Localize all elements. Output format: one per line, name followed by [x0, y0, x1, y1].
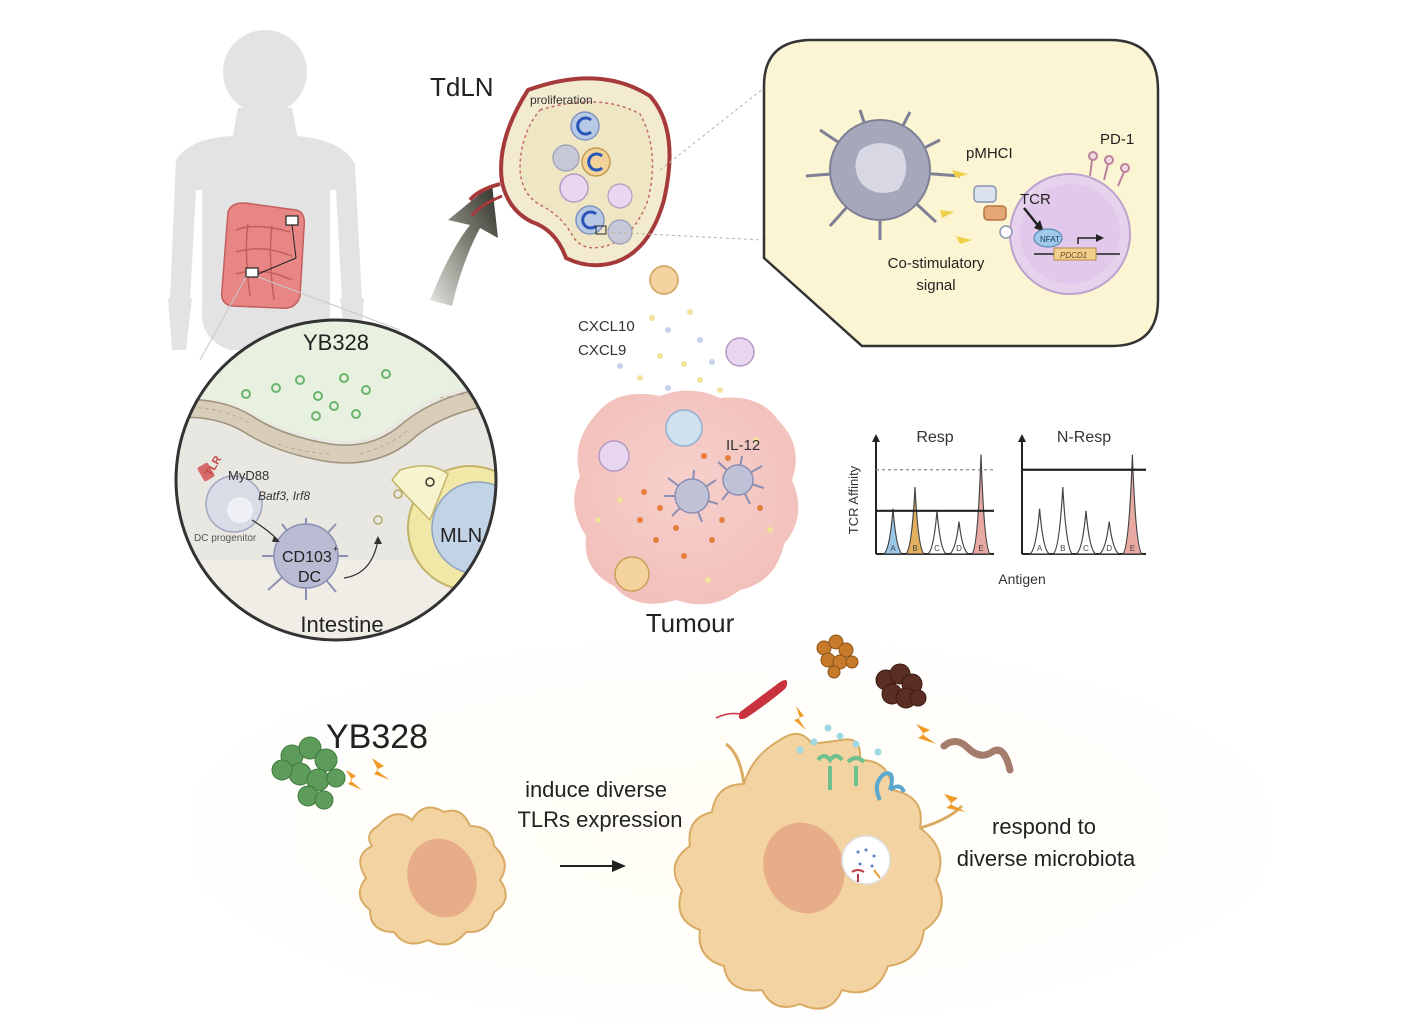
- induce-label-line2: TLRs expression: [517, 807, 682, 832]
- intestine-label: Intestine: [300, 612, 383, 637]
- cxcl10-label: CXCL10: [578, 318, 635, 335]
- lymph-node: [468, 76, 672, 268]
- peak-d: [1097, 521, 1122, 555]
- tcr-label: TCR: [1020, 191, 1051, 208]
- worm-microbe-icon: [940, 738, 1014, 774]
- dc-progenitor-label: DC progenitor: [194, 533, 257, 544]
- costim-label-line1: Co-stimulatory: [888, 255, 985, 272]
- peak-label: E: [978, 544, 983, 553]
- pd1-label: PD-1: [1100, 131, 1134, 148]
- intestine-organ: [220, 202, 306, 309]
- peak-c: [1074, 510, 1098, 555]
- mln-label: MLN: [440, 525, 482, 547]
- cd103-label: CD103: [282, 549, 332, 566]
- dendritic-cell-large: [673, 733, 964, 1010]
- peak-label: C: [1083, 544, 1089, 553]
- dc-label: DC: [298, 569, 321, 586]
- lightning-icons-left: [346, 758, 390, 790]
- il12-label: IL-12: [726, 437, 760, 454]
- peak-label: D: [956, 544, 962, 553]
- tumour-label: Tumour: [646, 608, 735, 638]
- induction-arrow: [560, 860, 626, 872]
- myd88-label: MyD88: [228, 468, 269, 483]
- yb328-bacteria-cluster: [271, 736, 346, 810]
- peak-d: [947, 521, 971, 555]
- peak-b: [903, 487, 927, 555]
- respond-label-line1: respond to: [992, 814, 1096, 839]
- y-axis-label: TCR Affinity: [846, 465, 861, 534]
- peak-a: [1027, 508, 1052, 555]
- peak-label: B: [1060, 544, 1065, 553]
- tumour-mass: [574, 390, 799, 605]
- pmhci-label: pMHCI: [966, 145, 1013, 162]
- peak-label: C: [934, 544, 940, 553]
- dendritic-cell-small: [359, 806, 507, 946]
- peak-b: [1051, 487, 1075, 555]
- intestine-zoom-circle: [174, 318, 498, 642]
- migrating-cells: [649, 265, 755, 367]
- chart-title: N-Resp: [1057, 429, 1111, 446]
- yb328-bottom-label: YB328: [326, 718, 428, 756]
- zoom-line-right: [257, 276, 401, 331]
- peak-e: [1120, 454, 1145, 555]
- ligand-dots: [796, 724, 882, 756]
- callout-zoom-line-top: [659, 87, 765, 171]
- tcr-activation-callout: [762, 38, 1160, 348]
- proliferation-label: proliferation: [530, 93, 593, 107]
- lightning-icons-right: [794, 706, 966, 812]
- tdln-label: TdLN: [430, 72, 494, 102]
- migration-arrow: [430, 184, 498, 306]
- y-axis-arrowhead: [1018, 434, 1026, 442]
- brown-cluster-icon: [875, 663, 927, 709]
- batf3-irf8-label: Batf3, Irf8: [258, 489, 310, 503]
- peak-label: A: [890, 544, 896, 553]
- peak-label: D: [1106, 544, 1112, 553]
- peak-label: E: [1130, 544, 1135, 553]
- peak-a: [881, 508, 905, 555]
- peak-e: [969, 454, 993, 555]
- rod-bacterium-icon: [715, 680, 788, 720]
- x-axis-label: Antigen: [998, 571, 1045, 587]
- peak-label: B: [912, 544, 917, 553]
- callout-zoom-line-bottom: [605, 231, 765, 241]
- nfat-label: NFAT: [1040, 235, 1060, 244]
- respond-label-line2: diverse microbiota: [957, 846, 1136, 871]
- cd103-superscript: +: [333, 544, 338, 554]
- y-axis-arrowhead: [872, 434, 880, 442]
- zoom-line-left: [199, 276, 247, 361]
- chart-title: Resp: [916, 429, 953, 446]
- orange-cluster-icon: [816, 634, 859, 679]
- yb328-circle-label: YB328: [303, 330, 369, 355]
- pdcd1-label: PDCD1: [1060, 251, 1087, 260]
- tlr-receptors: [816, 754, 906, 801]
- cxcl9-label: CXCL9: [578, 342, 626, 359]
- peak-label: A: [1037, 544, 1043, 553]
- costim-label-line2: signal: [916, 277, 955, 294]
- induce-label-line1: induce diverse: [525, 777, 667, 802]
